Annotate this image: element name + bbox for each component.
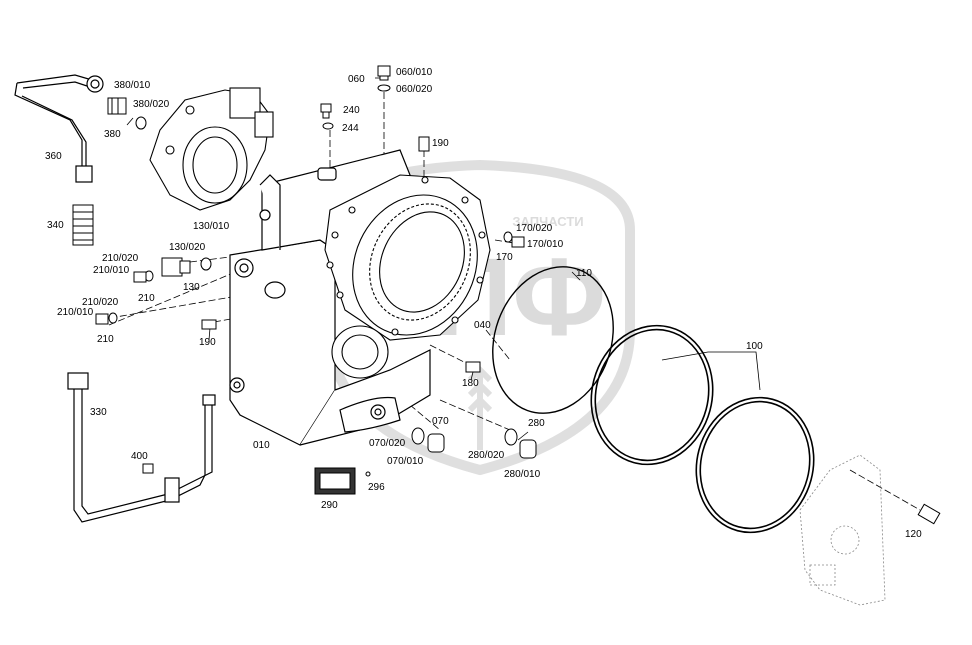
label-380-020: 380/020	[133, 99, 170, 110]
part-labels: 360 340 380/010 380/020 380 130/010 130/…	[45, 67, 922, 540]
label-130-010: 130/010	[193, 221, 230, 232]
label-210-b: 210	[97, 334, 114, 345]
plug-180	[465, 361, 481, 373]
nameplate-290	[314, 467, 371, 495]
label-060-020: 060/020	[396, 84, 433, 95]
label-070-010: 070/010	[387, 456, 424, 467]
bracket-400	[142, 463, 154, 474]
label-244: 244	[342, 123, 359, 134]
label-100: 100	[746, 341, 763, 352]
label-290: 290	[321, 500, 338, 511]
label-210-020-b: 210/020	[82, 297, 119, 308]
label-070-020: 070/020	[369, 438, 406, 449]
label-280: 280	[528, 418, 545, 429]
label-190-b: 190	[432, 138, 449, 149]
breather-190	[201, 136, 430, 330]
label-190-a: 190	[199, 337, 216, 348]
label-180: 180	[462, 378, 479, 389]
pipe-360	[14, 74, 104, 183]
label-240: 240	[343, 105, 360, 116]
label-170: 170	[496, 252, 513, 263]
label-210-010-b: 210/010	[57, 307, 94, 318]
plug-240	[320, 103, 334, 130]
label-070: 070	[432, 416, 449, 427]
pipe-330	[67, 372, 216, 523]
watermark-small-text: ЗАПЧАСТИ	[512, 214, 583, 229]
label-130: 130	[183, 282, 200, 293]
label-280-010: 280/010	[504, 469, 541, 480]
label-400: 400	[131, 451, 148, 462]
ghost-assembly	[799, 454, 886, 606]
plug-130	[161, 257, 212, 277]
label-060-010: 060/010	[396, 67, 433, 78]
bolt-120	[917, 503, 941, 525]
label-130-020: 130/020	[169, 242, 206, 253]
pump-housing	[149, 87, 274, 211]
plug-070	[411, 427, 445, 453]
label-040: 040	[474, 320, 491, 331]
ring-gear-flange	[324, 174, 491, 379]
label-210-020-a: 210/020	[102, 253, 139, 264]
label-110: 110	[576, 268, 592, 279]
label-330: 330	[90, 407, 107, 418]
plug-170	[503, 231, 525, 248]
label-120: 120	[905, 529, 922, 540]
label-296: 296	[368, 482, 385, 493]
label-380-010: 380/010	[114, 80, 151, 91]
label-280-020: 280/020	[468, 450, 505, 461]
plug-210	[95, 270, 154, 325]
label-380: 380	[104, 129, 121, 140]
label-170-020: 170/020	[516, 223, 553, 234]
label-060: 060	[348, 74, 365, 85]
fitting-380	[107, 97, 147, 130]
label-210-a: 210	[138, 293, 155, 304]
plug-060	[377, 65, 391, 92]
label-010: 010	[253, 440, 270, 451]
label-360: 360	[45, 151, 62, 162]
fitting-340	[72, 204, 94, 246]
label-210-010-a: 210/010	[93, 265, 130, 276]
plug-280	[504, 428, 537, 459]
label-340: 340	[47, 220, 64, 231]
o-rings-100	[590, 324, 815, 534]
label-170-010: 170/010	[527, 239, 564, 250]
